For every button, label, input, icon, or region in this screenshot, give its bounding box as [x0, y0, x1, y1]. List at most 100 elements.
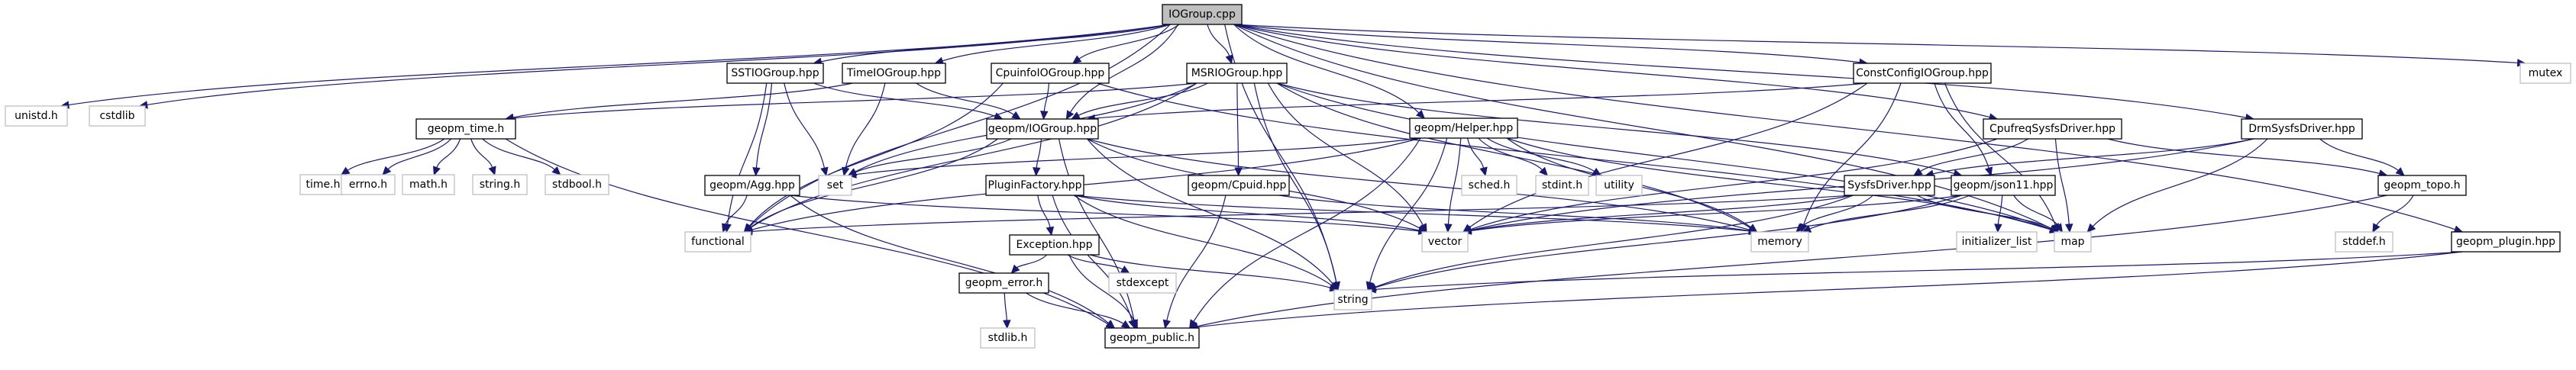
arrowhead-icon [722, 223, 730, 233]
arrowhead-icon [2064, 224, 2073, 233]
arrowhead-icon [1366, 281, 1374, 291]
edge-geopm-agg-hpp-to-functional [724, 195, 748, 226]
edge-geopm-time-h-to-stdbool-h [482, 138, 556, 171]
edge-geopm-time-h-to-string-h [470, 138, 493, 169]
node-geopm-error-h[interactable]: geopm_error.h [958, 272, 1049, 294]
arrowhead-icon [2086, 223, 2096, 233]
node-box [704, 175, 800, 196]
node-label: stddef.h [2342, 236, 2385, 248]
node-stddef-h[interactable]: stddef.h [2335, 231, 2393, 253]
edge-iogroup-cpp-to-geopm-helper-hpp [1233, 24, 1421, 114]
arrowhead-icon [820, 166, 829, 177]
edge-sysfsdriver-hpp-to-map [1916, 195, 2053, 230]
node-label: memory [1757, 236, 1802, 248]
node-utility[interactable]: utility [1595, 175, 1643, 196]
node-geopm-iogroup-hpp[interactable]: geopm/IOGroup.hpp [986, 118, 1099, 140]
node-geopm-public-h[interactable]: geopm_public.h [1104, 327, 1200, 349]
arrowhead-icon [2049, 224, 2059, 233]
node-label: geopm_public.h [1110, 332, 1194, 344]
node-box [842, 63, 946, 84]
node-functional[interactable]: functional [684, 231, 751, 253]
nodes-layer: IOGroup.cpp unistd.h cstdlib SSTIOGroup.hpp… [5, 4, 2571, 349]
arrowhead-icon [1479, 166, 1488, 177]
edge-geopm-time-h-to-errno-h [386, 138, 452, 170]
edge-msriogroup-hpp-to-vector [1267, 82, 1424, 227]
arrowhead-icon [1040, 111, 1049, 121]
node-label: SSTIOGroup.hpp [731, 67, 819, 79]
edge-geopm-json11-hpp-to-vector [1469, 195, 1962, 232]
node-geopm-helper-hpp[interactable]: geopm/Helper.hpp [1409, 117, 1518, 139]
node-geopm-json11-hpp[interactable]: geopm/json11.hpp [1951, 175, 2056, 196]
edge-geopm-time-h-to-math-h [435, 138, 461, 169]
node-box [985, 175, 1084, 196]
node-geopm-topo-h[interactable]: geopm_topo.h [2377, 175, 2467, 196]
node-box [1409, 117, 1518, 139]
arrowhead-icon [2372, 223, 2380, 233]
edge-iogroup-cpp-to-geopm-plugin-hpp [1233, 24, 2456, 230]
edge-geopm-iogroup-hpp-to-memory [1087, 138, 1750, 231]
edge-sysfsdriver-hpp-to-string [1374, 195, 1854, 288]
arrowhead-icon [2054, 223, 2064, 233]
node-stdlib-h[interactable]: stdlib.h [980, 327, 1036, 349]
node-string[interactable]: string [1333, 289, 1372, 310]
node-sstiogroup-hpp[interactable]: SSTIOGroup.hpp [726, 63, 824, 84]
node-mutex[interactable]: mutex [2519, 63, 2571, 84]
node-constconfigiogroup-hpp[interactable]: ConstConfigIOGroup.hpp [1853, 63, 1992, 84]
node-map[interactable]: map [2054, 231, 2092, 253]
arrowhead-icon [1912, 167, 1923, 176]
node-stdint-h[interactable]: stdint.h [1535, 175, 1589, 196]
arrowhead-icon [382, 166, 392, 175]
node-sched-h[interactable]: sched.h [1461, 175, 1517, 196]
edge-geopm-topo-h-to-geopm-public-h [1196, 195, 2387, 327]
node-msriogroup-hpp[interactable]: MSRIOGroup.hpp [1186, 63, 1288, 84]
edge-timeiogroup-hpp-to-geopm-time-h [512, 82, 853, 118]
node-label: PluginFactory.hpp [987, 179, 1081, 191]
node-label: geopm_error.h [965, 277, 1043, 289]
edge-constconfigiogroup-hpp-to-vector [1468, 82, 1868, 229]
edge-pluginfactory-hpp-to-geopm-public-h [1052, 195, 1133, 322]
node-geopm-cpuid-hpp[interactable]: geopm/Cpuid.hpp [1188, 175, 1290, 196]
node-memory[interactable]: memory [1750, 231, 1809, 253]
edge-sysfsdriver-hpp-to-memory [1801, 195, 1873, 228]
edge-drmsysfsdriver-hpp-to-sysfsdriver-hpp [1931, 138, 2254, 175]
node-errno-h[interactable]: errno.h [341, 174, 396, 195]
node-string-h[interactable]: string.h [472, 174, 528, 195]
edge-iogroup-cpp-to-timeiogroup-hpp [941, 24, 1171, 62]
node-unistd-h[interactable]: unistd.h [5, 105, 68, 127]
node-geopm-time-h[interactable]: geopm_time.h [415, 118, 516, 140]
node-box [1956, 231, 2038, 253]
arrowhead-icon [1120, 265, 1130, 274]
node-box [1983, 118, 2122, 140]
node-set[interactable]: set [818, 175, 852, 196]
node-box [1162, 4, 1243, 25]
node-exception-hpp[interactable]: Exception.hpp [1009, 234, 1100, 256]
node-sysfsdriver-hpp[interactable]: SysfsDriver.hpp [1844, 175, 1935, 196]
node-pluginfactory-hpp[interactable]: PluginFactory.hpp [985, 175, 1084, 196]
node-label: stdbool.h [552, 179, 602, 191]
arrowhead-icon [1120, 320, 1131, 329]
node-stdexcept[interactable]: stdexcept [1108, 272, 1177, 294]
node-cpuinfoiogroup-hpp[interactable]: CpuinfoIOGroup.hpp [991, 63, 1110, 84]
edge-exception-hpp-to-geopm-error-h [1016, 254, 1048, 269]
edge-timeiogroup-hpp-to-geopm-iogroup-hpp [916, 82, 1015, 116]
node-box [5, 105, 68, 127]
node-initializer-list[interactable]: initializer_list [1956, 231, 2038, 253]
arrowhead-icon [1592, 167, 1602, 176]
node-stdbool-h[interactable]: stdbool.h [545, 174, 609, 195]
node-math-h[interactable]: math.h [402, 174, 455, 195]
node-geopm-agg-hpp[interactable]: geopm/Agg.hpp [704, 175, 800, 196]
node-time-h[interactable]: time.h [299, 174, 347, 195]
node-drmsysfsdriver-hpp[interactable]: DrmSysfsDriver.hpp [2241, 118, 2363, 140]
edges-layer [60, 24, 2526, 331]
node-cstdlib[interactable]: cstdlib [89, 105, 146, 127]
node-vector[interactable]: vector [1421, 231, 1469, 253]
edge-iogroup-cpp-to-geopm-iogroup-hpp [1069, 24, 1179, 114]
node-label: stdint.h [1542, 179, 1582, 191]
node-box [1333, 289, 1372, 310]
node-cpufreqsysfsdriver-hpp[interactable]: CpufreqSysfsDriver.hpp [1983, 118, 2122, 140]
arrowhead-icon [1984, 166, 1993, 177]
node-timeiogroup-hpp[interactable]: TimeIOGroup.hpp [842, 63, 946, 84]
node-iogroup-cpp[interactable]: IOGroup.cpp [1162, 4, 1243, 25]
node-geopm-plugin-hpp[interactable]: geopm_plugin.hpp [2451, 231, 2561, 253]
node-label: errno.h [349, 179, 387, 191]
